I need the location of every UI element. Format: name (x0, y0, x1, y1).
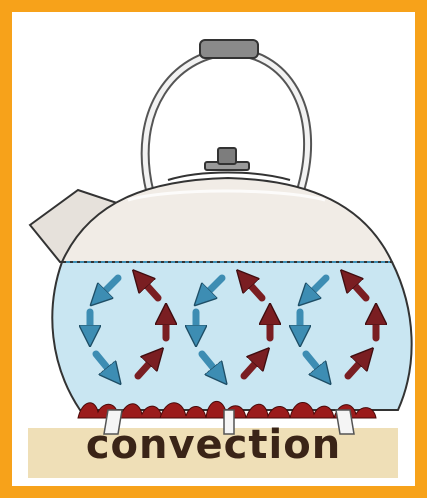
lid-knob-icon (168, 148, 290, 180)
caption-label: convection (0, 423, 427, 467)
handle-grip (200, 40, 258, 58)
